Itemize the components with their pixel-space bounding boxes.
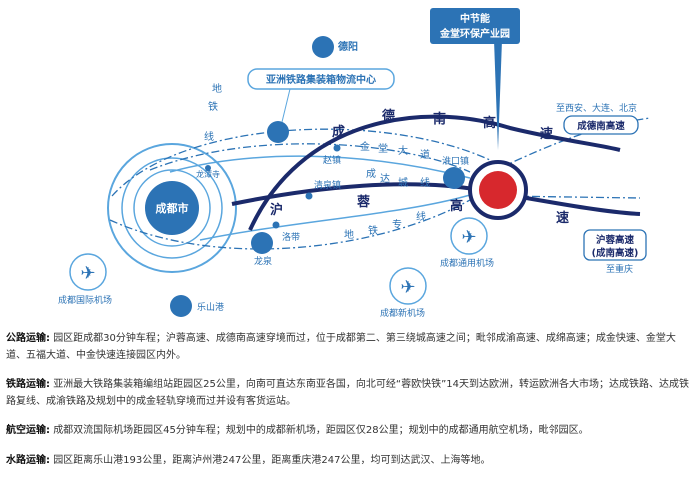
luodai-dot [272, 221, 280, 229]
intl-airport-label: 成都国际机场 [58, 294, 112, 306]
chengde-badge-box [563, 115, 639, 135]
park-callout-pointer [494, 40, 502, 150]
jintang-char-3: 大 [398, 144, 408, 157]
info-air: 航空运输: 成都双流国际机场距园区45分钟车程；规划中的成都新机场，距园区仅28… [6, 422, 694, 439]
longtan-label: 龙潭寺 [196, 169, 220, 179]
rail-label-di: 地 [212, 82, 222, 95]
info-rail-label: 铁路运输 [6, 379, 46, 390]
huaikou-label: 淮口镇 [442, 155, 469, 167]
info-water: 水路运输: 园区距离乐山港193公里，距离泸州港247公里，距离重庆港247公里… [6, 452, 694, 469]
new-airport-icon: ✈ [400, 277, 415, 298]
intl-airport-icon: ✈ [80, 263, 95, 284]
zhaozhen-dot [333, 144, 341, 152]
chengde-char-2: 德 [382, 108, 395, 124]
info-rail: 铁路运输: 亚洲最大铁路集装箱编组站距园区25公里，向南可直达东南亚各国，向北可… [6, 376, 694, 410]
metro-char-1: 地 [344, 228, 354, 241]
rail-loop-upper [149, 143, 471, 173]
leshan-label: 乐山港 [197, 301, 224, 313]
hurong-badge-line2: (成南高速) [592, 247, 639, 259]
intl-airport-circle [69, 253, 107, 291]
metro-char-3: 专 [392, 218, 402, 231]
longquan-label: 龙泉 [254, 255, 272, 267]
jintang-char-4: 道 [420, 148, 430, 161]
chengde-char-4: 高 [483, 115, 496, 131]
to-chongqing-label: 至重庆 [606, 263, 633, 275]
rail-label-tie: 铁 [208, 100, 218, 113]
info-road: 公路运输: 园区距成都30分钟车程；沪蓉高速、成德南高速穿境而过，位于成都第二、… [6, 330, 694, 364]
info-water-sep: : [46, 455, 50, 466]
info-road-label: 公路运输 [6, 333, 46, 344]
leshan-dot [170, 295, 192, 317]
info-air-text: 成都双流国际机场距园区45分钟车程；规划中的成都新机场，距园区仅28公里；规划中… [53, 425, 589, 436]
hurong-badge-line1: 沪蓉高速 [596, 234, 635, 246]
general-airport-circle [450, 217, 488, 255]
chengdu-city-dot [145, 181, 199, 235]
hurong-expressway [231, 182, 641, 216]
chengda-char-4: 线 [420, 176, 430, 189]
longtan-dot [205, 165, 211, 171]
rail-loop-outer [111, 128, 491, 197]
qingquan-dot [305, 192, 313, 200]
rail-center-box [247, 68, 395, 90]
rail-line-xian [499, 117, 651, 169]
to-xian-label: 至西安、大连、北京 [556, 102, 637, 114]
park-callout-box [430, 8, 520, 44]
jintang-char-2: 堂 [378, 143, 388, 155]
general-airport-icon: ✈ [461, 227, 476, 248]
rail-center-leader [281, 88, 291, 123]
rail-label-xian: 线 [204, 130, 214, 143]
qingquan-label: 清泉镇 [314, 179, 341, 191]
chengda-char-3: 城 [398, 177, 408, 189]
new-airport-label: 成都新机场 [380, 307, 425, 319]
info-road-text: 园区距成都30分钟车程；沪蓉高速、成德南高速穿境而过，位于成都第二、第三绕城高速… [6, 333, 676, 361]
chengde-char-1: 成 [332, 124, 345, 140]
chengde-char-3: 南 [433, 111, 446, 127]
hurong-char-3: 高 [450, 198, 463, 214]
deyang-label: 德阳 [337, 40, 358, 53]
deyang-dot [312, 36, 334, 58]
info-air-label: 航空运输 [6, 425, 46, 436]
metro-char-4: 线 [416, 210, 426, 223]
hurong-char-1: 沪 [270, 202, 283, 218]
chengde-char-5: 速 [540, 126, 553, 142]
map-canvas: 成都市 中节能 金堂环保产业园 亚洲铁路集装箱物流中心 德阳 地 铁 线 龙潭寺… [58, 8, 651, 319]
chengde-expressway [248, 114, 621, 231]
hurong-char-4: 速 [556, 210, 569, 226]
park-marker-inner [479, 171, 517, 209]
park-callout-line2: 金堂环保产业园 [439, 27, 510, 40]
rail-center-label: 亚洲铁路集装箱物流中心 [266, 73, 376, 86]
info-water-text: 园区距离乐山港193公里，距离泸州港247公里，距离重庆港247公里，均可到达武… [53, 455, 491, 466]
zhaozhen-label: 赵镇 [323, 154, 341, 166]
info-road-sep: : [46, 333, 50, 344]
info-water-label: 水路运输 [6, 455, 46, 466]
metro-char-2: 铁 [368, 224, 378, 237]
park-callout-line1: 中节能 [460, 12, 490, 25]
hurong-char-2: 蓉 [357, 194, 371, 210]
hurong-badge-box [583, 229, 647, 261]
longquan-dot [251, 232, 273, 254]
rail-loop-lower [109, 199, 471, 250]
chengda-char-2: 达 [380, 173, 390, 185]
chengdu-ring-inner [133, 169, 211, 247]
new-airport-circle [389, 267, 427, 305]
info-rail-sep: : [46, 379, 50, 390]
chengdu-city-label: 成都市 [156, 201, 189, 215]
general-airport-label: 成都通用机场 [440, 257, 494, 269]
info-rail-text: 亚洲最大铁路集装箱编组站距园区25公里，向南可直达东南亚各国，向北可经“蓉欧快铁… [6, 379, 689, 407]
huaikou-dot [443, 167, 465, 189]
luodai-label: 洛带 [282, 231, 300, 243]
chengda-line [199, 194, 471, 241]
info-air-sep: : [46, 425, 50, 436]
location-map: 成都市 中节能 金堂环保产业园 亚洲铁路集装箱物流中心 德阳 地 铁 线 龙潭寺… [58, 8, 651, 319]
rail-center-dot [267, 121, 289, 143]
chengdu-ring-middle [121, 157, 223, 259]
chengda-char-1: 成 [366, 168, 376, 180]
jintang-char-1: 金 [360, 140, 370, 153]
chengde-badge-label: 成德南高速 [577, 120, 625, 132]
